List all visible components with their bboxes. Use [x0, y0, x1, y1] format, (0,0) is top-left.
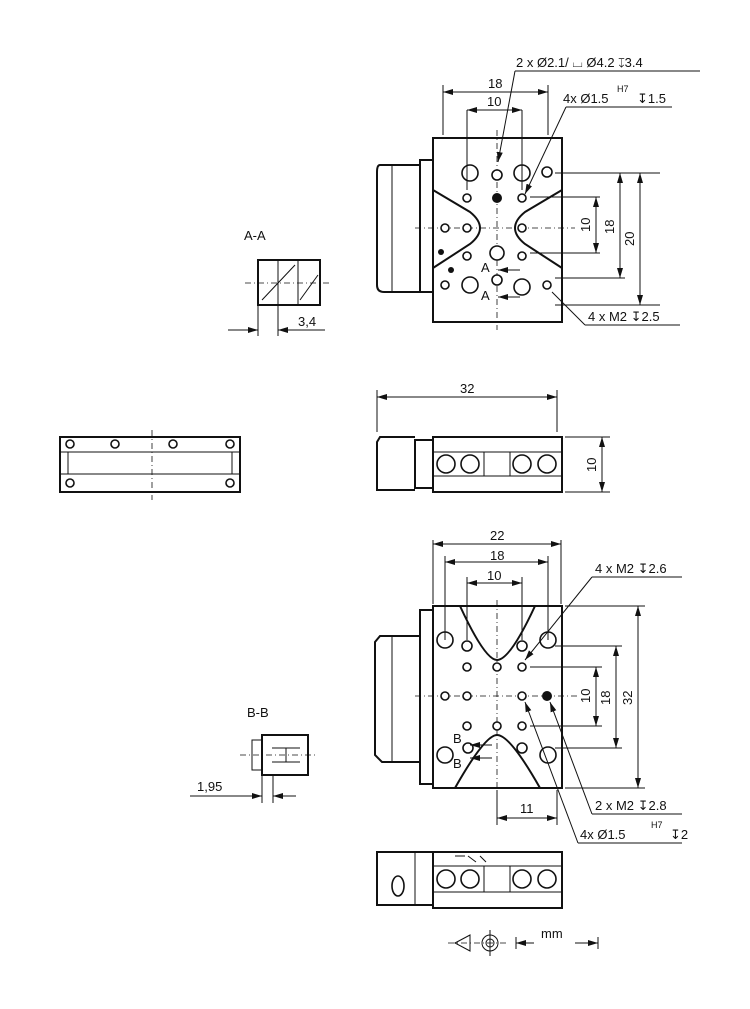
callout-threads: 4 x M2 ↧2.5: [588, 309, 660, 324]
dim-v32: 32: [620, 691, 635, 705]
callout-pin: 4x Ø1.5: [580, 827, 626, 842]
dim-22: 22: [490, 528, 504, 543]
groove-left: [432, 189, 481, 269]
dim-height-10: 10: [584, 458, 599, 472]
projection-symbol: mm: [448, 926, 599, 956]
section-marker-b: B: [453, 731, 462, 746]
dim-v10: 10: [578, 218, 593, 232]
callout-m2-2-6: 4 x M2 ↧2.6: [595, 561, 667, 576]
callout-pin-tolerance: H7: [651, 820, 663, 830]
callout-m2-2-8: 2 x M2 ↧2.8: [595, 798, 667, 813]
dim-v10: 10: [578, 689, 593, 703]
section-dim: 3,4: [298, 314, 316, 329]
unit-label: mm: [541, 926, 563, 941]
callout-pin-tolerance: H7: [617, 84, 629, 94]
section-marker-a: A: [481, 260, 490, 275]
dim-18: 18: [490, 548, 504, 563]
callout-counterbore: 2 x Ø2.1/ ⌴ Ø4.2 ↧3.4: [516, 55, 643, 70]
section-dim: 1,95: [197, 779, 222, 794]
dim-v20: 20: [622, 232, 637, 246]
section-title: A-A: [244, 228, 266, 243]
stage-rail: [419, 159, 433, 293]
dim-v18: 18: [598, 691, 613, 705]
dim-11: 11: [520, 801, 534, 816]
top-view: 18 10 10 18 20 2 x Ø2.1/ ⌴ Ø4.2 ↧3.4 4x …: [376, 55, 700, 330]
dim-32: 32: [460, 381, 474, 396]
holes: [436, 631, 557, 764]
dim-18: 18: [488, 76, 502, 91]
holes: [438, 164, 553, 296]
section-marker-a: A: [481, 288, 490, 303]
side-view: [59, 430, 241, 500]
stage-body-top: [432, 137, 563, 323]
dim-10: 10: [487, 94, 501, 109]
callout-pin-depth: ↧1.5: [637, 91, 666, 106]
callout-pin-holes: 4x Ø1.5: [563, 91, 609, 106]
section-a-a: A-A 3,4: [228, 228, 330, 336]
front-view: 32 10: [376, 381, 610, 493]
section-b-b: B-B 1,95: [190, 705, 315, 803]
motor-knob: [376, 164, 420, 293]
ce-mark: [455, 855, 487, 863]
front-view-lower: [376, 851, 563, 909]
bottom-view: 22 18 10 32 18 10 11 4 x M2 ↧2.6 2 x M2 …: [374, 528, 688, 844]
section-marker-b: B: [453, 756, 462, 771]
callout-pin-depth: ↧2: [670, 827, 688, 842]
dim-v18: 18: [602, 220, 617, 234]
section-title: B-B: [247, 705, 269, 720]
dim-10: 10: [487, 568, 501, 583]
